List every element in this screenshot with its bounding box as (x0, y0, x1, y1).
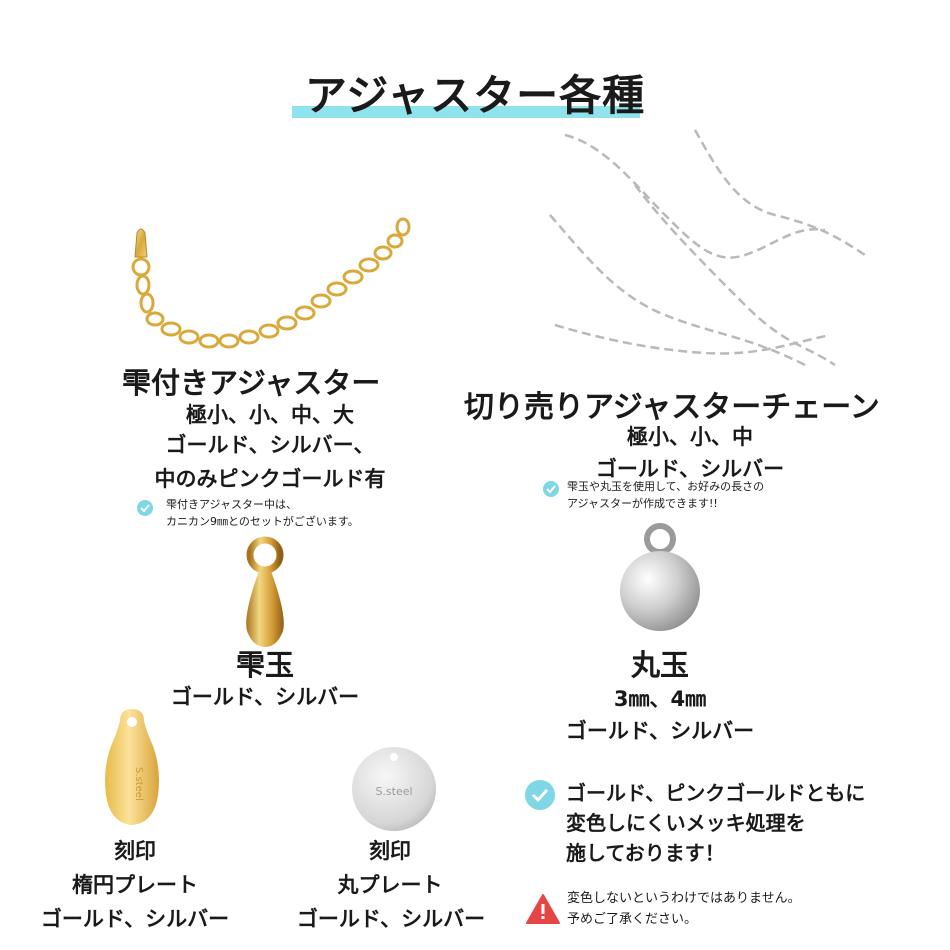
round-plate-image: S.steel (352, 747, 436, 831)
round-plate-engraving: S.steel (375, 785, 412, 798)
cut-chain-tip-2: アジャスターが作成できます!! (567, 497, 718, 510)
cut-chain-colors: ゴールド、シルバー (595, 457, 785, 481)
oval-plate-image: S.steel (105, 709, 159, 825)
drop-bead-title: 雫玉 (235, 648, 294, 682)
cut-chain-title: 切り売りアジャスターチェーン (464, 390, 880, 425)
check-icon (525, 780, 555, 810)
round-bead-colors: ゴールド、シルバー (565, 719, 755, 743)
oval-plate-line-2: 楕円プレート (72, 873, 198, 897)
round-plate-line-2: 丸プレート (337, 873, 443, 897)
round-plate-line-3: ゴールド、シルバー (296, 907, 486, 931)
check-icon (543, 481, 559, 497)
round-plate-line-1: 刻印 (369, 839, 411, 863)
page-title-wrap: アジャスター各種 (0, 62, 950, 123)
round-bead-sizes: 3㎜、4㎜ (613, 687, 707, 711)
drop-bead-image (246, 536, 284, 647)
oval-plate-line-1: 刻印 (114, 839, 156, 863)
drop-adjuster-title: 雫付きアジャスター (122, 366, 381, 400)
warning-note-line-1: 変色しないというわけではありません。 (567, 891, 801, 906)
plating-note-line-3: 施しております！ (566, 841, 725, 865)
round-bead-image (620, 523, 700, 631)
title-underline (292, 106, 640, 118)
round-bead-title: 丸玉 (630, 648, 689, 682)
gold-drop-adjuster-image (131, 217, 411, 349)
drop-adjuster-tip-2: カニカン9㎜とのセットがございます。 (166, 515, 359, 528)
oval-plate-engraving: S.steel (133, 767, 144, 801)
cut-chain-tip-1: 雫玉や丸玉を使用して、お好みの長さの (567, 480, 765, 493)
drop-adjuster-sizes: 極小、小、中、大 (186, 403, 354, 427)
plating-note-line-2: 変色しにくいメッキ処理を (566, 811, 806, 835)
drop-adjuster-tip-1: 雫付きアジャスター中は、 (166, 498, 298, 511)
cut-chain-sizes: 極小、小、中 (627, 425, 753, 449)
drop-adjuster-note: 中のみピンクゴールド有 (154, 467, 386, 491)
warning-icon (526, 894, 560, 924)
oval-plate-line-3: ゴールド、シルバー (40, 907, 230, 931)
drop-adjuster-colors: ゴールド、シルバー、 (165, 433, 375, 457)
silver-chain-image (549, 129, 866, 367)
drop-bead-colors: ゴールド、シルバー (170, 685, 360, 709)
page-title: アジャスター各種 (304, 71, 646, 120)
check-icon (137, 500, 153, 516)
warning-note-line-2: 予めご了承ください。 (567, 912, 698, 927)
plating-note-line-1: ゴールド、ピンクゴールドともに (566, 781, 866, 805)
